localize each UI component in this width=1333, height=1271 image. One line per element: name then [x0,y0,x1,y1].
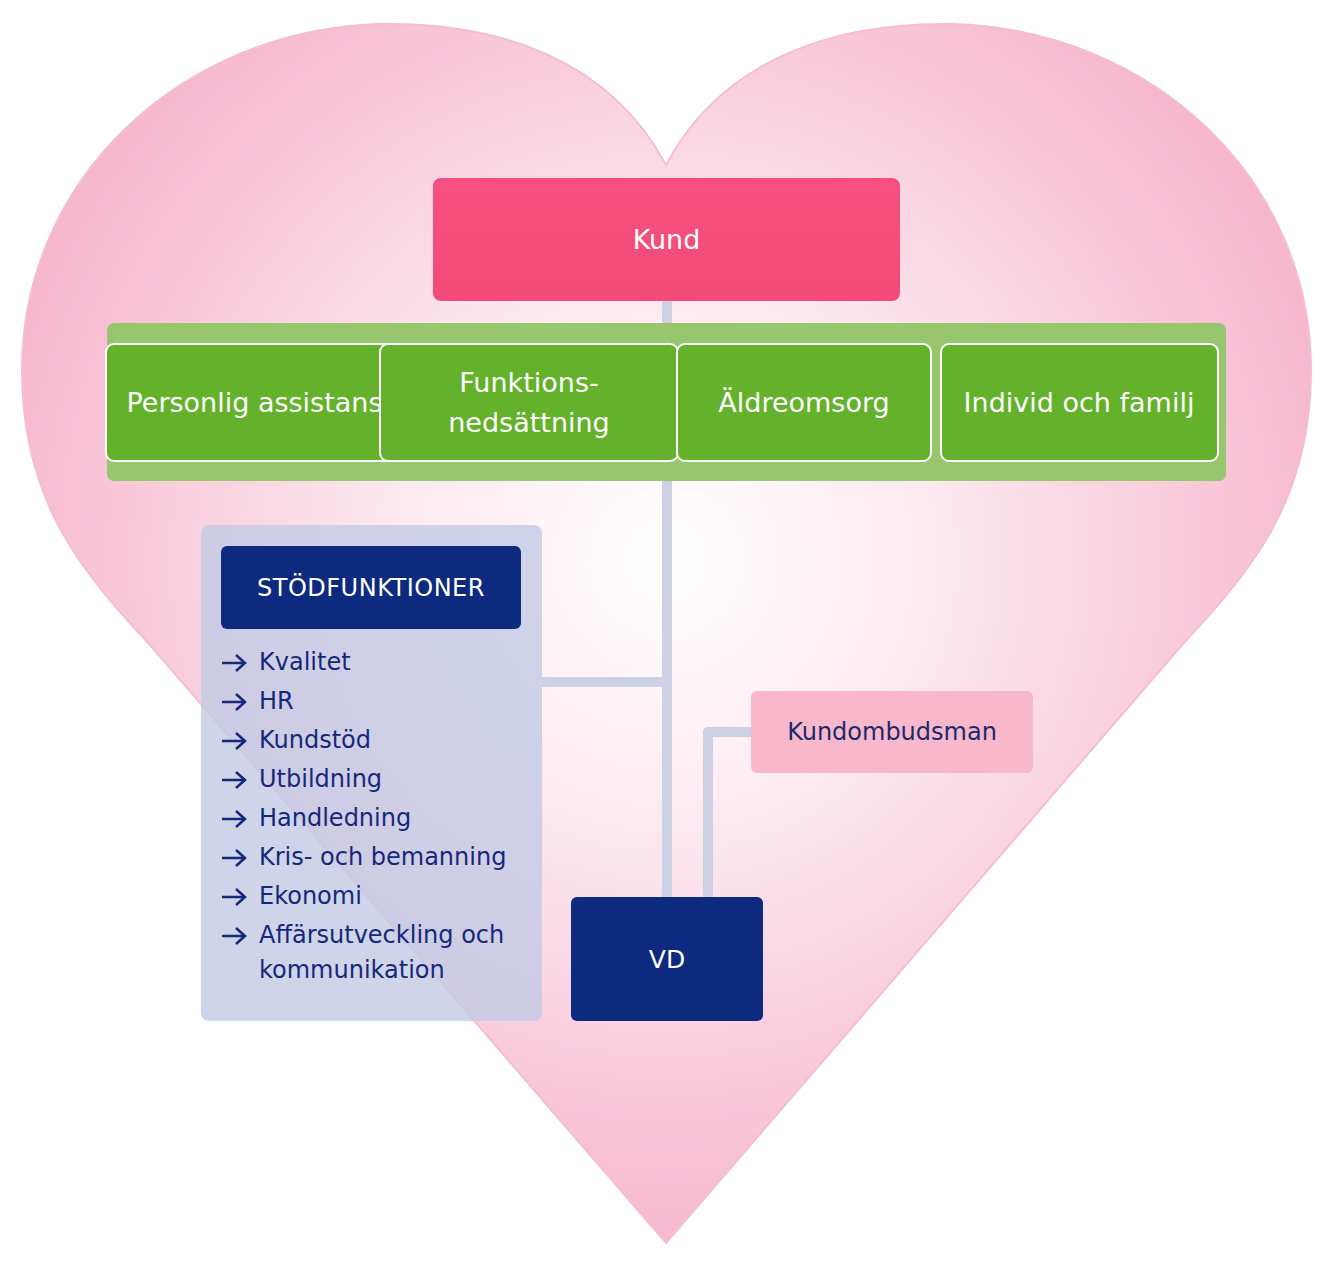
bullet-arrow-stroke [222,811,245,827]
service-box: Funktions- nedsättning [379,343,679,462]
bullet-arrow [219,692,249,712]
bullet-arrow-stroke [222,850,245,866]
support-function-item: Kris- och bemanning [259,840,541,875]
bullet-arrow [219,926,249,946]
ceo-box: VD [571,897,763,1021]
node-label: Kund [633,224,701,255]
bullet-arrow [219,887,249,907]
service-box: Äldreomsorg [676,343,932,462]
support-function-item: Handledning [259,801,541,836]
node-label: Kundombudsman [787,718,997,746]
node-label: Personlig assistans [126,383,382,422]
node-label: Individ och familj [964,383,1195,422]
support-function-item: HR [259,684,541,719]
support-function-item: Utbildning [259,762,541,797]
bullet-arrow [219,848,249,868]
bullet-arrow-stroke [222,655,245,671]
support-function-item: Affärsutveckling och kommunikation [259,918,541,988]
node-label: Äldreomsorg [718,383,889,422]
bullet-arrow [219,770,249,790]
bullet-arrow [219,809,249,829]
connector-line [708,732,751,897]
node-label: VD [649,945,685,974]
service-box: Individ och familj [940,343,1219,462]
support-panel: KvalitetHR KundstödUtbildningHandledningK… [201,525,542,1021]
node-label: Funktions- nedsättning [381,363,677,441]
support-function-item: Kundstöd [259,723,541,758]
node-label: STÖDFUNKTIONER [257,574,485,602]
ombudsman-box: Kundombudsman [751,691,1033,773]
support-function-item: Ekonomi [259,879,541,914]
connector-line [542,682,667,897]
bullet-arrow-stroke [222,889,245,905]
bullet-arrow-stroke [222,694,245,710]
bullet-arrow [219,731,249,751]
bullet-arrow-stroke [222,772,245,788]
bullet-arrow [219,653,249,673]
support-heading-box: STÖDFUNKTIONER [221,546,521,629]
service-box: Personlig assistans [105,343,404,462]
heart-shape [22,24,1311,1243]
support-function-item: Kvalitet [259,645,541,680]
bullet-arrow-stroke [222,733,245,749]
customer-box: Kund [433,178,900,301]
bullet-arrow-stroke [222,928,245,944]
